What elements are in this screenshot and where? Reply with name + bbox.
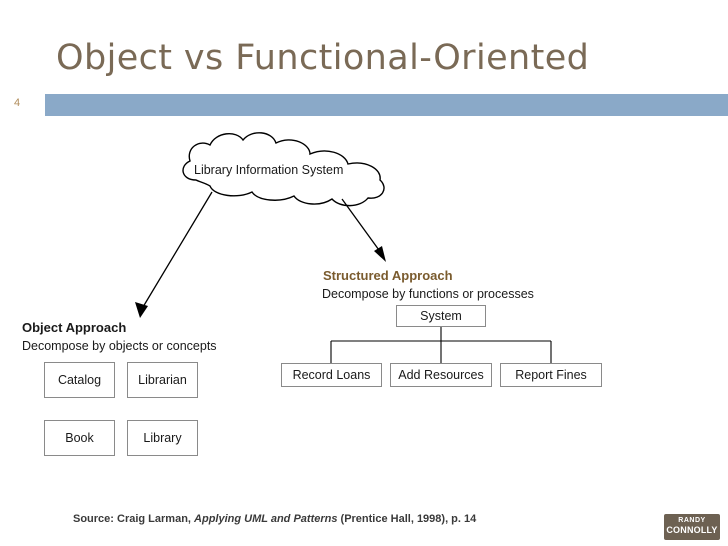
- logo-line-2: CONNOLLY: [666, 525, 718, 536]
- source-citation: Source: Craig Larman, Applying UML and P…: [73, 513, 476, 525]
- node-librarian: Librarian: [127, 362, 198, 398]
- arrow-to-object: [139, 191, 213, 313]
- source-prefix: Source: Craig Larman,: [73, 513, 195, 525]
- node-system: System: [396, 305, 486, 327]
- slide-number: 4: [14, 97, 21, 109]
- arrow-head-structured: [374, 246, 386, 262]
- node-catalog: Catalog: [44, 362, 115, 398]
- slide-number-box: [0, 94, 45, 116]
- header-accent-bar: [0, 94, 728, 116]
- source-title: Applying UML and Patterns: [194, 513, 338, 525]
- node-library: Library: [127, 420, 198, 456]
- structured-approach-subtitle: Decompose by functions or processes: [322, 287, 534, 301]
- logo-line-1: RANDY: [678, 517, 706, 524]
- node-book: Book: [44, 420, 115, 456]
- cloud-label: Library Information System: [194, 163, 344, 177]
- node-report-fines: Report Fines: [500, 363, 602, 387]
- arrow-head-object: [135, 302, 148, 318]
- page-title: Object vs Functional-Oriented: [56, 38, 590, 78]
- structured-approach-title: Structured Approach: [323, 268, 453, 283]
- node-add-resources: Add Resources: [390, 363, 492, 387]
- author-logo: RANDY CONNOLLY: [664, 514, 720, 540]
- source-suffix: (Prentice Hall, 1998), p. 14: [337, 513, 477, 525]
- node-record-loans: Record Loans: [281, 363, 382, 387]
- object-approach-title: Object Approach: [22, 320, 127, 335]
- arrow-to-structured: [341, 198, 385, 258]
- object-approach-subtitle: Decompose by objects or concepts: [22, 339, 217, 353]
